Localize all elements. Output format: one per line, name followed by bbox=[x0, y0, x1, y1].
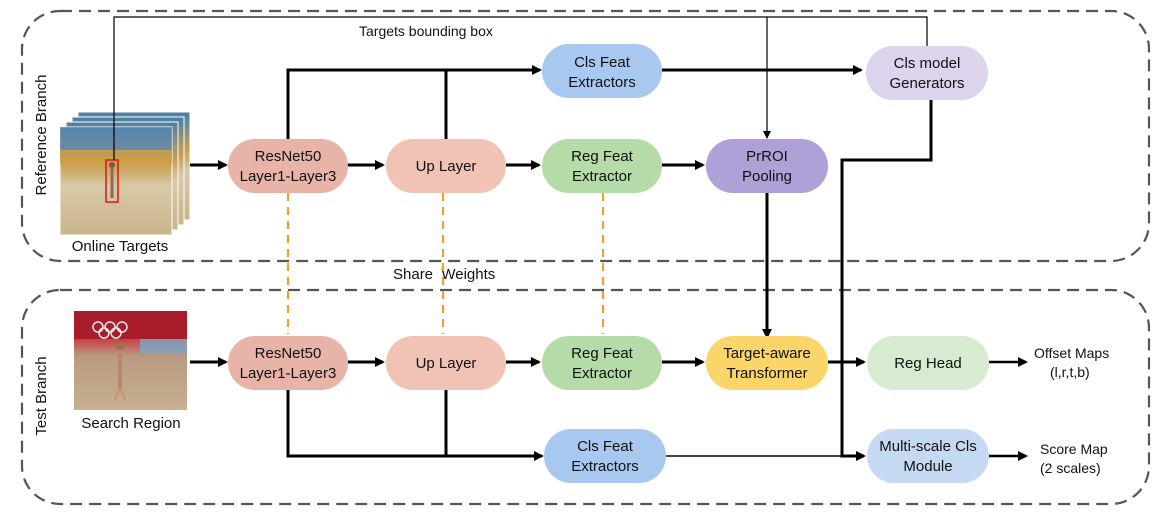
node-target-aware-transformer: Target-aware Transformer bbox=[706, 336, 828, 390]
node-cls-model: Cls model Generators bbox=[866, 46, 988, 100]
svg-text:Reg Head: Reg Head bbox=[894, 355, 962, 372]
node-test-up: Up Layer bbox=[386, 336, 506, 390]
svg-text:Target-aware: Target-aware bbox=[723, 345, 811, 362]
svg-text:Cls Feat: Cls Feat bbox=[577, 438, 634, 455]
svg-text:Extractors: Extractors bbox=[568, 74, 636, 91]
svg-text:Module: Module bbox=[903, 458, 952, 475]
svg-text:Reg Feat: Reg Feat bbox=[571, 345, 634, 362]
svg-text:PrROI: PrROI bbox=[746, 148, 788, 165]
node-reg-head: Reg Head bbox=[867, 336, 989, 390]
svg-text:Score Map: Score Map bbox=[1040, 441, 1108, 457]
svg-text:ResNet50: ResNet50 bbox=[255, 345, 322, 362]
svg-text:Multi-scale Cls: Multi-scale Cls bbox=[879, 438, 977, 455]
output-score-map: Score Map (2 scales) bbox=[1040, 441, 1108, 476]
svg-text:Up Layer: Up Layer bbox=[416, 158, 477, 175]
svg-text:Layer1-Layer3: Layer1-Layer3 bbox=[240, 168, 337, 185]
search-region-caption: Search Region bbox=[81, 415, 180, 432]
svg-text:Up Layer: Up Layer bbox=[416, 355, 477, 372]
output-offset-maps: Offset Maps (l,r,t,b) bbox=[1034, 345, 1109, 380]
node-test-resnet: ResNet50 Layer1-Layer3 bbox=[228, 336, 348, 390]
node-ref-clsfeat: Cls Feat Extractors bbox=[542, 44, 662, 98]
svg-text:Extractors: Extractors bbox=[571, 458, 639, 475]
node-ref-resnet: ResNet50 Layer1-Layer3 bbox=[228, 139, 348, 193]
svg-text:Extractor: Extractor bbox=[572, 365, 632, 382]
edge-ref-resnet-clsfeat bbox=[286, 65, 542, 140]
online-targets-caption: Online Targets bbox=[72, 238, 168, 255]
edge-test-resnet-clsfeat bbox=[286, 387, 544, 461]
node-ref-regfeat: Reg Feat Extractor bbox=[542, 139, 662, 193]
svg-text:Transformer: Transformer bbox=[726, 365, 807, 382]
reference-branch-label: Reference Branch bbox=[33, 75, 50, 196]
target-bbox-marker bbox=[105, 159, 119, 203]
node-prroi: PrROI Pooling bbox=[706, 139, 828, 193]
share-weights-label: Share Weights bbox=[393, 266, 495, 283]
node-ref-up: Up Layer bbox=[386, 139, 506, 193]
svg-text:Layer1-Layer3: Layer1-Layer3 bbox=[240, 365, 337, 382]
node-test-regfeat: Reg Feat Extractor bbox=[542, 336, 662, 390]
test-branch-container bbox=[20, 288, 1151, 506]
svg-text:Extractor: Extractor bbox=[572, 168, 632, 185]
svg-text:ResNet50: ResNet50 bbox=[255, 148, 322, 165]
targets-bbox-label: Targets bounding box bbox=[359, 23, 493, 39]
node-test-clsfeat: Cls Feat Extractors bbox=[544, 429, 666, 483]
online-targets-image bbox=[59, 111, 191, 236]
svg-text:Generators: Generators bbox=[889, 75, 964, 92]
bbox-line-main bbox=[113, 16, 931, 160]
svg-text:Pooling: Pooling bbox=[742, 168, 792, 185]
search-region-image bbox=[74, 311, 187, 410]
svg-text:Offset Maps: Offset Maps bbox=[1034, 345, 1109, 361]
test-branch-label: Test Branch bbox=[33, 356, 50, 435]
svg-text:Reg Feat: Reg Feat bbox=[571, 148, 634, 165]
svg-text:(l,r,t,b): (l,r,t,b) bbox=[1050, 364, 1090, 380]
reference-branch-container bbox=[20, 9, 1151, 263]
node-multiscale-cls: Multi-scale Cls Module bbox=[867, 429, 989, 483]
svg-text:Cls Feat: Cls Feat bbox=[574, 54, 631, 71]
svg-text:Cls model: Cls model bbox=[894, 55, 961, 72]
edge-clsmodel-multiscale bbox=[840, 100, 933, 461]
svg-text:(2 scales): (2 scales) bbox=[1040, 460, 1101, 476]
